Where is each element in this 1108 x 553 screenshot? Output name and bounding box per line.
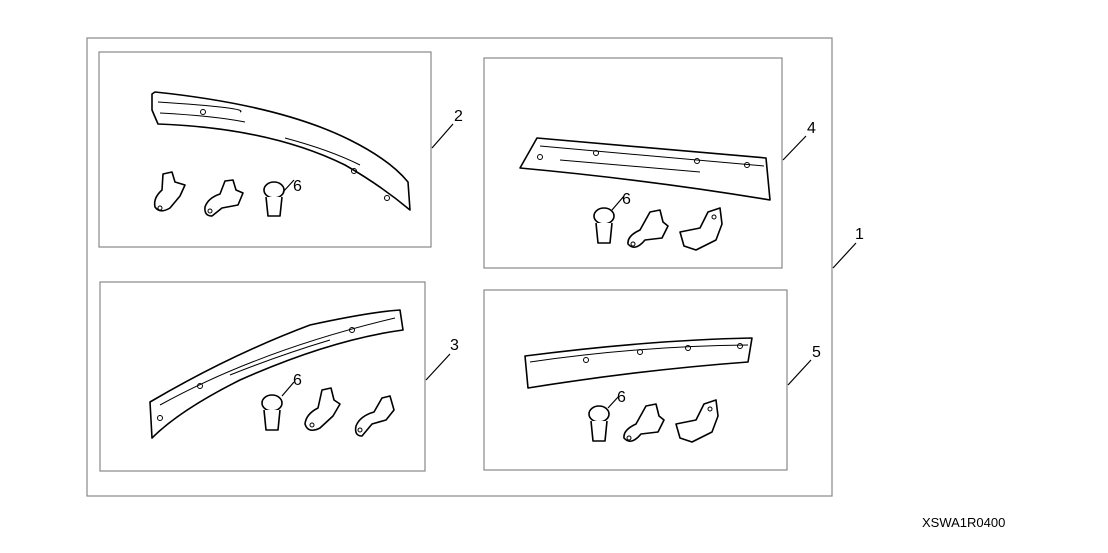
panel-front-right-visor — [99, 281, 426, 472]
callout-3: 3 — [450, 337, 459, 354]
callout-4: 4 — [807, 120, 816, 137]
panel-rear-left-visor — [483, 57, 783, 269]
panel-front-left-visor — [98, 51, 432, 248]
clip-icon — [261, 394, 283, 431]
callout-6: 6 — [293, 178, 302, 195]
panel-rear-right-visor — [483, 289, 788, 471]
callout-5: 5 — [812, 344, 821, 361]
diagram-code: XSWA1R0400 — [922, 515, 1005, 530]
callout-6: 6 — [622, 191, 631, 208]
callout-6: 6 — [617, 389, 626, 406]
bracket-icon — [627, 209, 669, 248]
clip-icon — [593, 207, 615, 244]
bracket-icon — [623, 403, 665, 442]
callout-6: 6 — [293, 372, 302, 389]
visor-part-4 — [519, 137, 771, 201]
bracket-icon — [304, 387, 341, 432]
bracket-icon — [679, 207, 723, 251]
callout-1: 1 — [855, 226, 864, 243]
bracket-icon — [153, 171, 186, 212]
visor-part-5 — [524, 337, 753, 389]
bracket-icon — [204, 179, 244, 217]
callout-2: 2 — [454, 108, 463, 125]
clip-icon — [588, 405, 610, 442]
visor-part-3 — [149, 309, 404, 439]
bracket-icon — [675, 399, 719, 443]
kit-frame — [86, 37, 833, 497]
clip-icon — [263, 181, 285, 217]
bracket-icon — [354, 395, 395, 437]
visor-part-2 — [151, 91, 411, 211]
